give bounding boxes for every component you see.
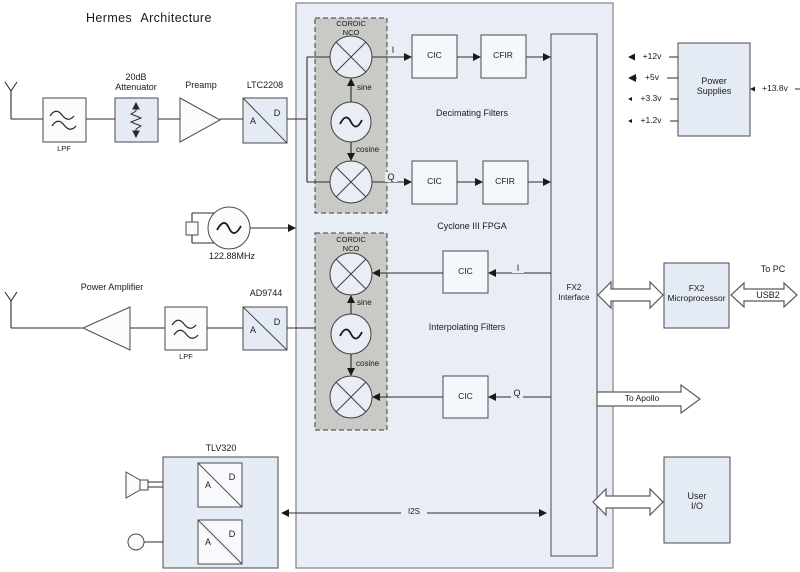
cfir-dec-q-label: CFIR [495, 176, 515, 186]
usb2-label: USB2 [756, 290, 780, 300]
i2s-label: I2S [401, 507, 427, 517]
nco-rx-sine-label: sine [357, 83, 372, 92]
attenuator-resistor-icon [129, 101, 143, 139]
speaker-icon [125, 471, 163, 499]
rx-chain-wires [4, 56, 330, 183]
power-5v-label: +5v [637, 72, 667, 83]
cfir-dec-q-box [482, 160, 529, 205]
ad9744-a-label: A [249, 325, 256, 335]
attenuator-label: 20dB Attenuator [115, 72, 157, 92]
power-amplifier-triangle [81, 306, 131, 351]
nco-tx-title: CORDIC NCO [336, 235, 366, 253]
preamp-label: Preamp [185, 80, 217, 90]
user-io-label: User I/O [687, 491, 707, 511]
tlv320-adc1-d-label: D [228, 472, 236, 482]
decimating-filters-label: Decimating Filters [435, 108, 509, 118]
cic-int-q-box [442, 375, 489, 419]
cic-int-q-label: CIC [458, 391, 473, 401]
interpolating-filters-label: Interpolating Filters [428, 322, 506, 332]
fx2-microprocessor-label: FX2 Microprocessor [667, 283, 726, 303]
tx-chain-wires [4, 291, 315, 329]
tlv320-adc2-a-label: A [204, 537, 211, 547]
to-apollo-arrow [596, 383, 702, 415]
rx-lpf-box [42, 97, 87, 143]
decimating-arrowheads [404, 53, 551, 186]
power-1v2-label: +1.2v [632, 115, 670, 126]
fx2-interface-label: FX2 Interface [558, 283, 590, 302]
interface-micro-bus-arrow [597, 280, 664, 310]
tlv320-adc1-a-label: A [204, 480, 211, 490]
cic-dec-q-label: CIC [427, 176, 442, 186]
power-3v3-label: +3.3v [632, 93, 670, 104]
ad9744-box [242, 306, 288, 351]
rx-lpf-label: LPF [57, 144, 71, 153]
power-supplies-box [677, 42, 751, 137]
ltc2208-box [242, 97, 288, 144]
clock-oscillator-icon [185, 206, 296, 250]
page-title: Hermes Architecture [86, 11, 212, 25]
usb2-bus-arrow [730, 281, 798, 309]
to-apollo-label: To Apollo [624, 393, 660, 403]
decimating-wires [372, 56, 543, 183]
clock-frequency-label: 122.88MHz [208, 251, 256, 261]
interpolating-arrowheads [372, 269, 496, 401]
tlv320-adc2-box [197, 519, 243, 565]
tlv320-adc1-box [197, 462, 243, 508]
microphone-icon [127, 533, 163, 551]
cic-int-i-box [442, 250, 489, 294]
cfir-dec-i-box [480, 34, 527, 79]
ad9744-d-label: D [273, 317, 281, 327]
rx-lpf-wave-icon [49, 110, 77, 130]
power-amplifier-label: Power Amplifier [80, 282, 144, 292]
fpga-name-label: Cyclone III FPGA [437, 221, 507, 231]
cic-dec-q-box [411, 160, 458, 205]
tlv320-adc2-d-label: D [228, 529, 236, 539]
ltc2208-a-label: A [249, 116, 256, 126]
nco-rx-cosine-label: cosine [356, 145, 380, 154]
power-13v8-label: +13.8v [755, 83, 795, 94]
to-pc-label: To PC [760, 264, 786, 274]
tx-lpf-wave-icon [171, 319, 199, 339]
cic-dec-i-box [411, 34, 458, 79]
preamp-triangle [179, 97, 222, 143]
cic-int-i-label: CIC [458, 266, 473, 276]
tlv320-label: TLV320 [205, 443, 237, 453]
nco-rx-mixers [329, 35, 373, 204]
interpolating-wires [380, 272, 551, 398]
ltc2208-label: LTC2208 [246, 80, 284, 90]
fx2-interface-box [550, 33, 598, 557]
cfir-dec-i-label: CFIR [493, 50, 513, 60]
dec-i-label: I [391, 45, 395, 55]
tx-lpf-label: LPF [179, 352, 193, 361]
user-io-box [663, 456, 731, 544]
int-i-label: I [512, 263, 524, 273]
tx-lpf-box [164, 306, 208, 351]
power-supplies-label: Power Supplies [696, 76, 732, 96]
ad9744-label: AD9744 [249, 288, 283, 298]
dec-q-label: Q [385, 172, 397, 182]
user-io-bus-arrow [592, 487, 664, 517]
fx2-microprocessor-box [663, 262, 730, 329]
nco-tx-sine-label: sine [357, 298, 372, 307]
cic-dec-i-label: CIC [427, 50, 442, 60]
nco-rx-title: CORDIC NCO [336, 19, 366, 37]
nco-tx-cosine-label: cosine [356, 359, 380, 368]
int-q-label: Q [511, 388, 523, 398]
nco-tx-mixers [329, 252, 373, 419]
ltc2208-d-label: D [273, 108, 281, 118]
power-12v-label: +12v [635, 51, 669, 62]
